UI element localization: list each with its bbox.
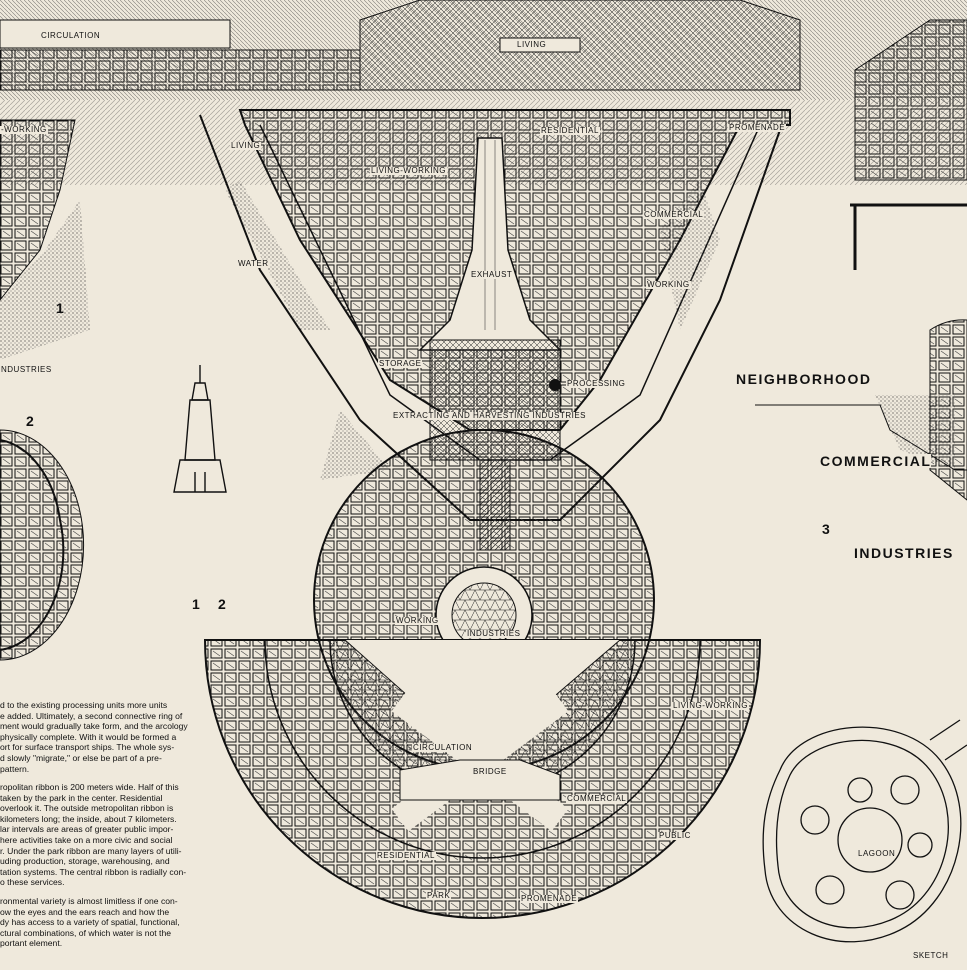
label-industries-right: INDUSTRIES xyxy=(854,545,954,561)
label-living-left: LIVING xyxy=(230,141,262,150)
label-working-disc: WORKING xyxy=(395,616,440,625)
right-partial-section xyxy=(755,203,967,501)
label-residential-low: RESIDENTIAL xyxy=(376,851,436,860)
label-exhaust: EXHAUST xyxy=(470,270,514,279)
label-extracting: EXTRACTING AND HARVESTING INDUSTRIES xyxy=(392,411,587,420)
label-park: PARK xyxy=(426,891,452,900)
tower-scale-icon xyxy=(173,365,227,493)
label-circulation-low: CIRCULATION xyxy=(412,743,474,752)
label-living-working-low: LIVING-WORKING xyxy=(672,701,750,710)
label-circulation-top: CIRCULATION xyxy=(40,31,102,40)
label-processing: PROCESSING xyxy=(566,379,627,388)
label-working-mid: WORKING xyxy=(646,280,691,289)
figure-number-2-mid: 2 xyxy=(218,596,226,612)
label-storage: STORAGE xyxy=(378,359,423,368)
left-partial-section xyxy=(0,119,90,661)
label-working-left: -WORKING xyxy=(0,125,48,134)
label-commercial-right: COMMERCIAL xyxy=(820,453,932,469)
figure-number-2-left: 2 xyxy=(26,413,34,429)
label-bridge: BRIDGE xyxy=(472,767,508,776)
description-paragraph-3: ronmental variety is almost limitless if… xyxy=(0,896,180,949)
figure-number-1-mid: 1 xyxy=(192,596,200,612)
lagoon-sketch xyxy=(762,719,967,943)
lower-half-circular-plan xyxy=(203,639,762,920)
label-promenade-top: PROMENADE xyxy=(728,123,787,132)
label-industries-left: NDUSTRIES xyxy=(0,365,53,374)
label-living-working-top: LIVING-WORKING xyxy=(370,166,448,175)
label-sketch: SKETCH xyxy=(913,951,949,960)
label-commercial-low: COMMERCIAL xyxy=(566,794,628,803)
description-paragraph-2: ropolitan ribbon is 200 meters wide. Hal… xyxy=(0,782,187,888)
label-lagoon: LAGOON xyxy=(858,849,896,858)
label-residential-top: RESIDENTIAL xyxy=(540,126,600,135)
v-shaped-arcology-section xyxy=(199,109,791,551)
figure-number-3-right: 3 xyxy=(822,521,830,537)
label-neighborhood: NEIGHBORHOOD xyxy=(736,371,872,387)
label-water: WATER xyxy=(237,259,270,268)
description-paragraph-1: d to the existing processing units more … xyxy=(0,700,188,774)
label-living-top: LIVING xyxy=(516,40,548,49)
label-public: PUBLIC xyxy=(658,831,692,840)
label-commercial-top: COMMERCIAL xyxy=(643,210,705,219)
label-industries-disc: INDUSTRIES xyxy=(466,629,522,638)
figure-number-1-left: 1 xyxy=(56,300,64,316)
label-promenade-low: PROMENADE xyxy=(520,894,579,903)
